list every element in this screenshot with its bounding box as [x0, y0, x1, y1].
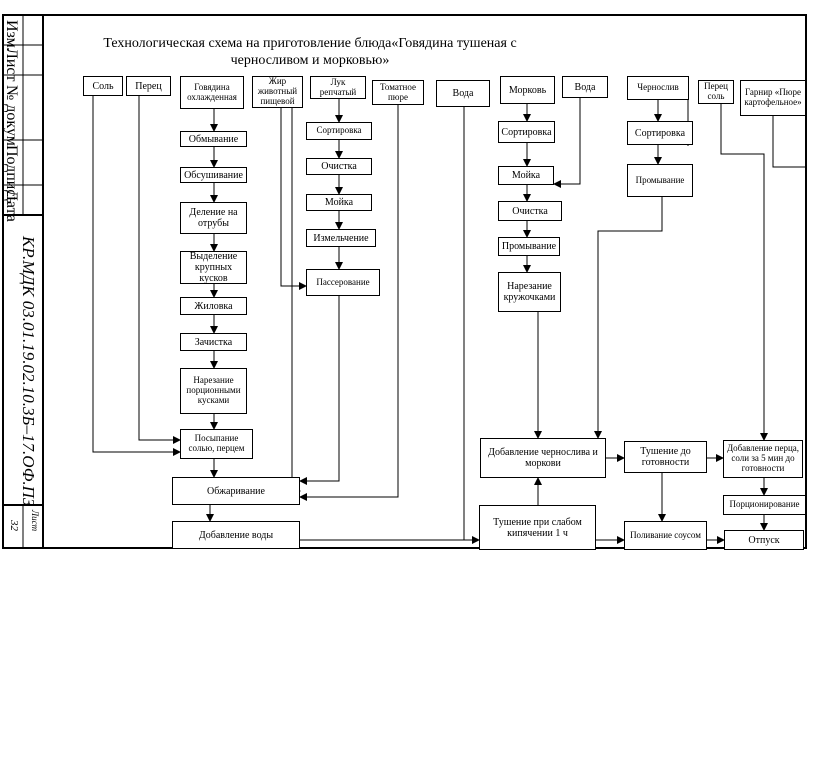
page-title: Технологическая схема на приготовление б…	[60, 35, 560, 69]
node-chernosliv: Чернослив	[627, 76, 689, 100]
node-ochistka-luk: Очистка	[306, 158, 372, 175]
stamp-code: КР.МДК 03.01.19.02.10.3Б–17.ОФ.ПЗ	[19, 236, 38, 507]
node-narezanie-kruzh: Нарезание кружочками	[498, 272, 561, 312]
node-zhir: Жир животный пищевой	[252, 76, 303, 108]
node-promyvanie-mork: Промывание	[498, 237, 560, 256]
node-sortirovka-luk: Сортировка	[306, 122, 372, 140]
node-voda-2: Вода	[562, 76, 608, 98]
node-perec: Перец	[126, 76, 171, 96]
title-line-2: черносливом и морковью»	[230, 53, 390, 68]
node-passerovanie: Пассерование	[306, 269, 380, 296]
node-dobavlenie-vody: Добавление воды	[172, 521, 300, 549]
node-polivanie: Поливание соусом	[624, 521, 707, 550]
node-otpusk: Отпуск	[724, 530, 804, 550]
node-izmelchenie: Измельчение	[306, 229, 376, 247]
node-dobavlenie-perca: Добавление перца, соли за 5 мин до готов…	[723, 440, 803, 478]
node-morkov: Морковь	[500, 76, 555, 104]
node-govyadina: Говядина охлажденная	[180, 76, 244, 109]
stamp-izm: Изм.	[3, 20, 20, 52]
node-tushenie-slab: Тушение при слабом кипячении 1 ч	[479, 505, 596, 550]
stamp-page: 32	[8, 520, 20, 531]
title-line-1: Технологическая схема на приготовление б…	[103, 36, 517, 51]
node-narezanie-porc: Нарезание порционными кусками	[180, 368, 247, 414]
node-obzharivanie: Обжаривание	[172, 477, 300, 505]
node-dobavlenie-chern: Добавление чернослива и моркови	[480, 438, 606, 478]
node-moyka-mork: Мойка	[498, 166, 554, 185]
node-sortirovka-chern: Сортировка	[627, 121, 693, 145]
stamp-data: Дата	[3, 190, 20, 222]
node-moyka-luk: Мойка	[306, 194, 372, 211]
node-tushenie-got: Тушение до готовности	[624, 441, 707, 473]
node-porcionirovanie: Порционирование	[723, 495, 806, 515]
node-voda-1: Вода	[436, 80, 490, 107]
node-garnir: Гарнир «Пюре картофельное»	[740, 80, 806, 116]
node-sortirovka-mork: Сортировка	[498, 121, 555, 143]
node-ochistka-mork: Очистка	[498, 201, 562, 221]
stamp-list-label: Лист	[30, 510, 40, 532]
node-tomat: Томатное пюре	[372, 80, 424, 105]
node-vydelenie: Выделение крупных кусков	[180, 251, 247, 284]
node-luk: Лук репчатый	[310, 76, 366, 99]
node-obsushivanie: Обсушивание	[180, 167, 247, 183]
node-zachistka: Зачистка	[180, 333, 247, 351]
node-perec-sol: Перец соль	[698, 80, 734, 104]
node-obmyvanie: Обмывание	[180, 131, 247, 147]
node-zhilovka: Жиловка	[180, 297, 247, 315]
node-sol: Соль	[83, 76, 123, 96]
stamp-list: Лист	[3, 48, 20, 82]
node-posypanie: Посыпание солью, перцем	[180, 429, 253, 459]
stamp-doc: № докум	[3, 85, 20, 146]
node-promyvanie-chern: Промывание	[627, 164, 693, 197]
node-delenie: Деление на отрубы	[180, 202, 247, 234]
